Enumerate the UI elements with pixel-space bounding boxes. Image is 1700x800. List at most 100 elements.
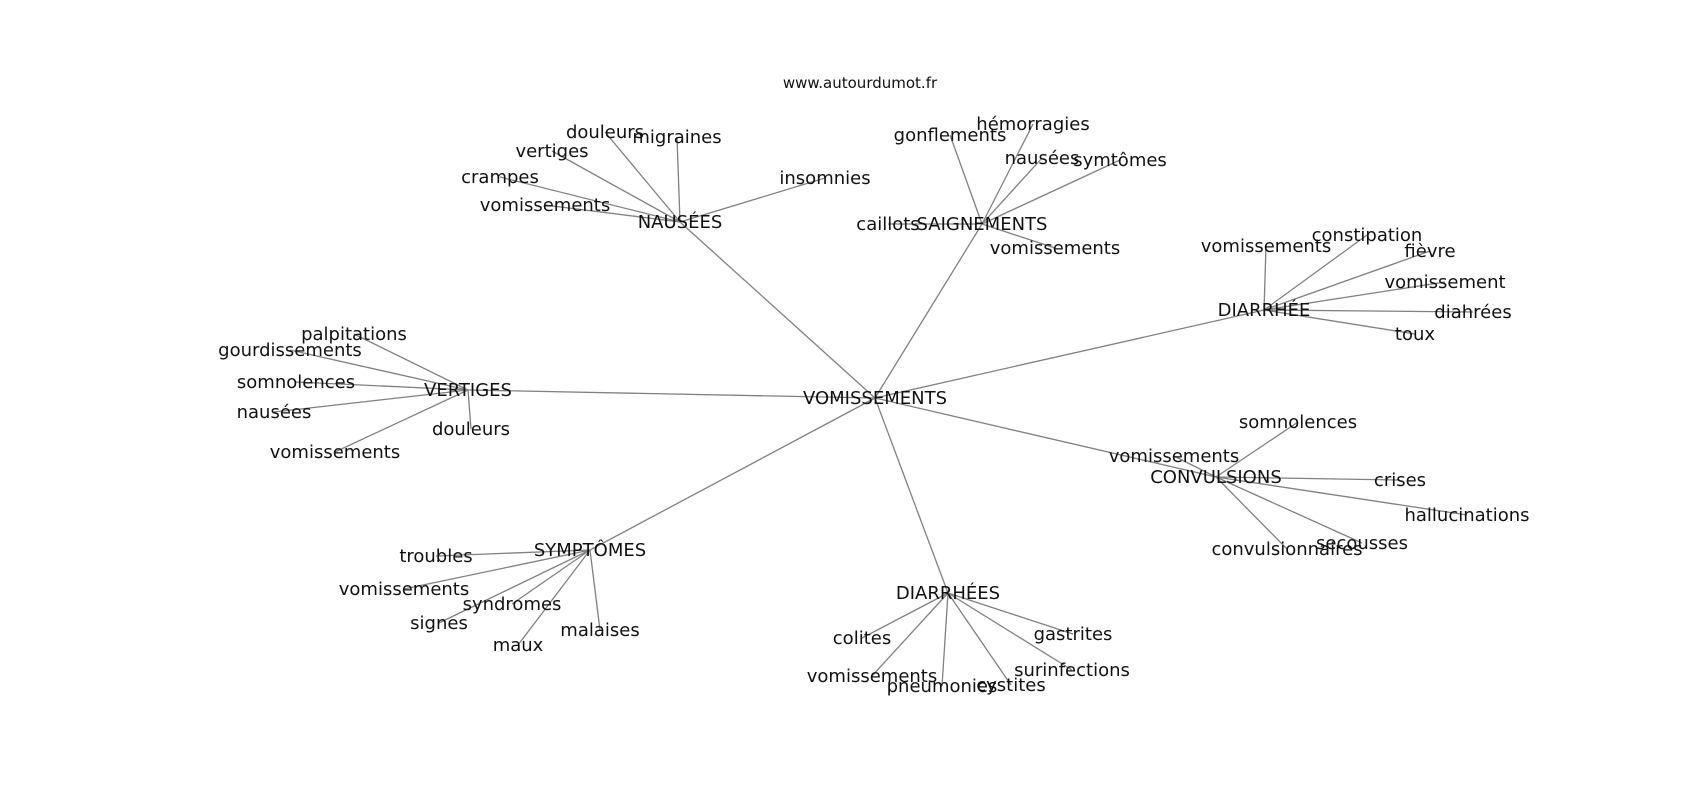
leaf-node-diarrhee-fievre[interactable]: fièvre <box>1404 241 1455 262</box>
leaf-node-convulsions-hallucinations[interactable]: hallucinations <box>1404 505 1529 526</box>
edge-vertiges-somnolences <box>295 381 469 391</box>
leaf-node-diarrhees-colites[interactable]: colites <box>833 628 891 649</box>
edge-saignements-gonflements <box>949 134 983 225</box>
edge-vertiges-vomissements <box>334 389 469 453</box>
leaf-node-diarrhees-vomissements[interactable]: vomissements <box>807 666 937 687</box>
leaf-node-vertiges-palpitations[interactable]: palpitations <box>301 324 407 345</box>
edge-nausees-vomissements <box>544 204 681 223</box>
graph-labels: VOMISSEMENTSNAUSÉESdouleursmigrainesvert… <box>218 114 1529 697</box>
leaf-node-convulsions-convulsionnaires[interactable]: convulsionnaires <box>1211 539 1362 560</box>
leaf-node-nausees-vertiges[interactable]: vertiges <box>515 141 588 162</box>
edge-vertiges-nausees <box>273 389 469 413</box>
edge-diarrhees-vomissements <box>871 592 949 677</box>
edge-root-vertiges <box>467 389 876 399</box>
leaf-node-saignements-nausees[interactable]: nausées <box>1005 148 1080 169</box>
edge-symptomes-maux <box>517 549 591 646</box>
leaf-node-nausees-insomnies[interactable]: insomnies <box>779 168 870 189</box>
leaf-node-saignements-hemorragies[interactable]: hémorragies <box>976 114 1089 135</box>
edge-nausees-migraines <box>676 136 681 223</box>
leaf-node-convulsions-crises[interactable]: crises <box>1374 470 1426 491</box>
graph-edges <box>273 123 1474 687</box>
leaf-node-saignements-vomissements[interactable]: vomissements <box>990 238 1120 259</box>
edge-convulsions-crises <box>1215 476 1401 481</box>
edge-diarrhees-colites <box>861 592 949 639</box>
leaf-node-nausees-migraines[interactable]: migraines <box>632 127 721 148</box>
leaf-node-symptomes-maux[interactable]: maux <box>493 635 544 656</box>
leaf-node-saignements-gonflements[interactable]: gonflements <box>894 125 1007 146</box>
root-node-label[interactable]: VOMISSEMENTS <box>803 388 947 409</box>
leaf-node-vertiges-vomissements[interactable]: vomissements <box>270 442 400 463</box>
leaf-node-nausees-douleurs[interactable]: douleurs <box>566 122 644 143</box>
hub-node-diarrhees[interactable]: DIARRHÉES <box>896 582 1000 604</box>
hub-node-saignements[interactable]: SAIGNEMENTS <box>917 214 1048 235</box>
leaf-node-symptomes-syndromes[interactable]: syndromes <box>463 594 562 615</box>
leaf-node-diarrhees-cystites[interactable]: cystites <box>976 675 1046 696</box>
leaf-node-symptomes-vomissements[interactable]: vomissements <box>339 579 469 600</box>
leaf-node-diarrhee-vomissements[interactable]: vomissements <box>1201 236 1331 257</box>
leaf-node-vertiges-nausees[interactable]: nausées <box>237 402 312 423</box>
edge-nausees-insomnies <box>679 177 826 223</box>
edge-saignements-symtomes <box>981 159 1121 225</box>
leaf-node-diarrhee-constipation[interactable]: constipation <box>1312 225 1423 246</box>
edge-diarrhee-fievre <box>1263 250 1431 311</box>
edge-diarrhee-diahrees <box>1263 309 1474 313</box>
hub-node-diarrhee[interactable]: DIARRHÉE <box>1218 299 1311 321</box>
edge-diarrhees-pneumonies <box>941 592 949 687</box>
edge-symptomes-malaises <box>589 549 601 631</box>
edge-nausees-vertiges <box>551 150 681 223</box>
edge-convulsions-vomissements <box>1173 455 1217 478</box>
edge-vertiges-palpitations <box>353 333 469 391</box>
leaf-node-nausees-vomissements[interactable]: vomissements <box>480 195 610 216</box>
leaf-node-saignements-caillots[interactable]: caillots <box>856 214 919 235</box>
edge-convulsions-secousses <box>1215 476 1363 544</box>
edge-diarrhees-surinfections <box>947 592 1073 671</box>
leaf-node-vertiges-gourdissements[interactable]: gourdissements <box>218 340 362 361</box>
edge-symptomes-troubles <box>435 549 591 557</box>
edge-root-diarrhee <box>874 309 1265 399</box>
leaf-node-diarrhee-toux[interactable]: toux <box>1395 324 1435 345</box>
edge-vertiges-gourdissements <box>289 349 469 391</box>
leaf-node-vertiges-somnolences[interactable]: somnolences <box>237 372 355 393</box>
leaf-node-diarrhees-pneumonies[interactable]: pneumonies <box>887 676 998 697</box>
hub-node-symptomes[interactable]: SYMPTÔMES <box>534 539 646 561</box>
edge-convulsions-convulsionnaires <box>1215 476 1288 550</box>
edge-symptomes-syndromes <box>511 549 591 605</box>
leaf-node-symptomes-troubles[interactable]: troubles <box>399 546 472 567</box>
leaf-node-saignements-symtomes[interactable]: symtômes <box>1073 150 1167 171</box>
edge-diarrhee-constipation <box>1263 234 1368 311</box>
edge-diarrhee-toux <box>1263 309 1416 335</box>
edge-saignements-hemorragies <box>981 123 1034 225</box>
leaf-node-vertiges-douleurs[interactable]: douleurs <box>432 419 510 440</box>
leaf-node-diarrhees-gastrites[interactable]: gastrites <box>1034 624 1113 645</box>
edge-convulsions-somnolences <box>1215 421 1299 478</box>
edge-diarrhee-vomissements <box>1263 245 1267 311</box>
edge-saignements-nausees <box>981 157 1043 225</box>
leaf-node-diarrhees-surinfections[interactable]: surinfections <box>1014 660 1130 681</box>
edge-root-symptomes <box>589 397 876 551</box>
edge-symptomes-signes <box>438 549 591 624</box>
leaf-node-symptomes-signes[interactable]: signes <box>410 613 468 634</box>
edge-diarrhees-cystites <box>947 592 1012 686</box>
edge-root-saignements <box>874 223 983 399</box>
leaf-node-symptomes-malaises[interactable]: malaises <box>560 620 639 641</box>
leaf-node-convulsions-somnolences[interactable]: somnolences <box>1239 412 1357 433</box>
leaf-node-convulsions-vomissements[interactable]: vomissements <box>1109 446 1239 467</box>
hub-node-nausees[interactable]: NAUSÉES <box>638 211 723 233</box>
edge-convulsions-hallucinations <box>1215 476 1468 516</box>
hub-node-convulsions[interactable]: CONVULSIONS <box>1150 467 1282 488</box>
edge-root-convulsions <box>874 397 1217 478</box>
leaf-node-nausees-crampes[interactable]: crampes <box>461 167 539 188</box>
hub-node-vertiges[interactable]: VERTIGES <box>424 380 512 401</box>
edge-root-diarrhees <box>874 397 949 594</box>
leaf-node-diarrhee-diahrees[interactable]: diahrées <box>1434 302 1511 323</box>
edge-nausees-crampes <box>499 176 681 223</box>
source-url[interactable]: www.autourdumot.fr <box>783 74 938 92</box>
edge-diarrhee-vomissement <box>1263 281 1446 311</box>
edge-diarrhees-gastrites <box>947 592 1074 635</box>
leaf-node-diarrhee-vomissement[interactable]: vomissement <box>1384 272 1505 293</box>
edge-vertiges-douleurs <box>467 389 472 430</box>
edge-nausees-douleurs <box>604 131 681 223</box>
leaf-node-convulsions-secousses[interactable]: secousses <box>1316 533 1408 554</box>
edge-symptomes-vomissements <box>403 549 591 590</box>
